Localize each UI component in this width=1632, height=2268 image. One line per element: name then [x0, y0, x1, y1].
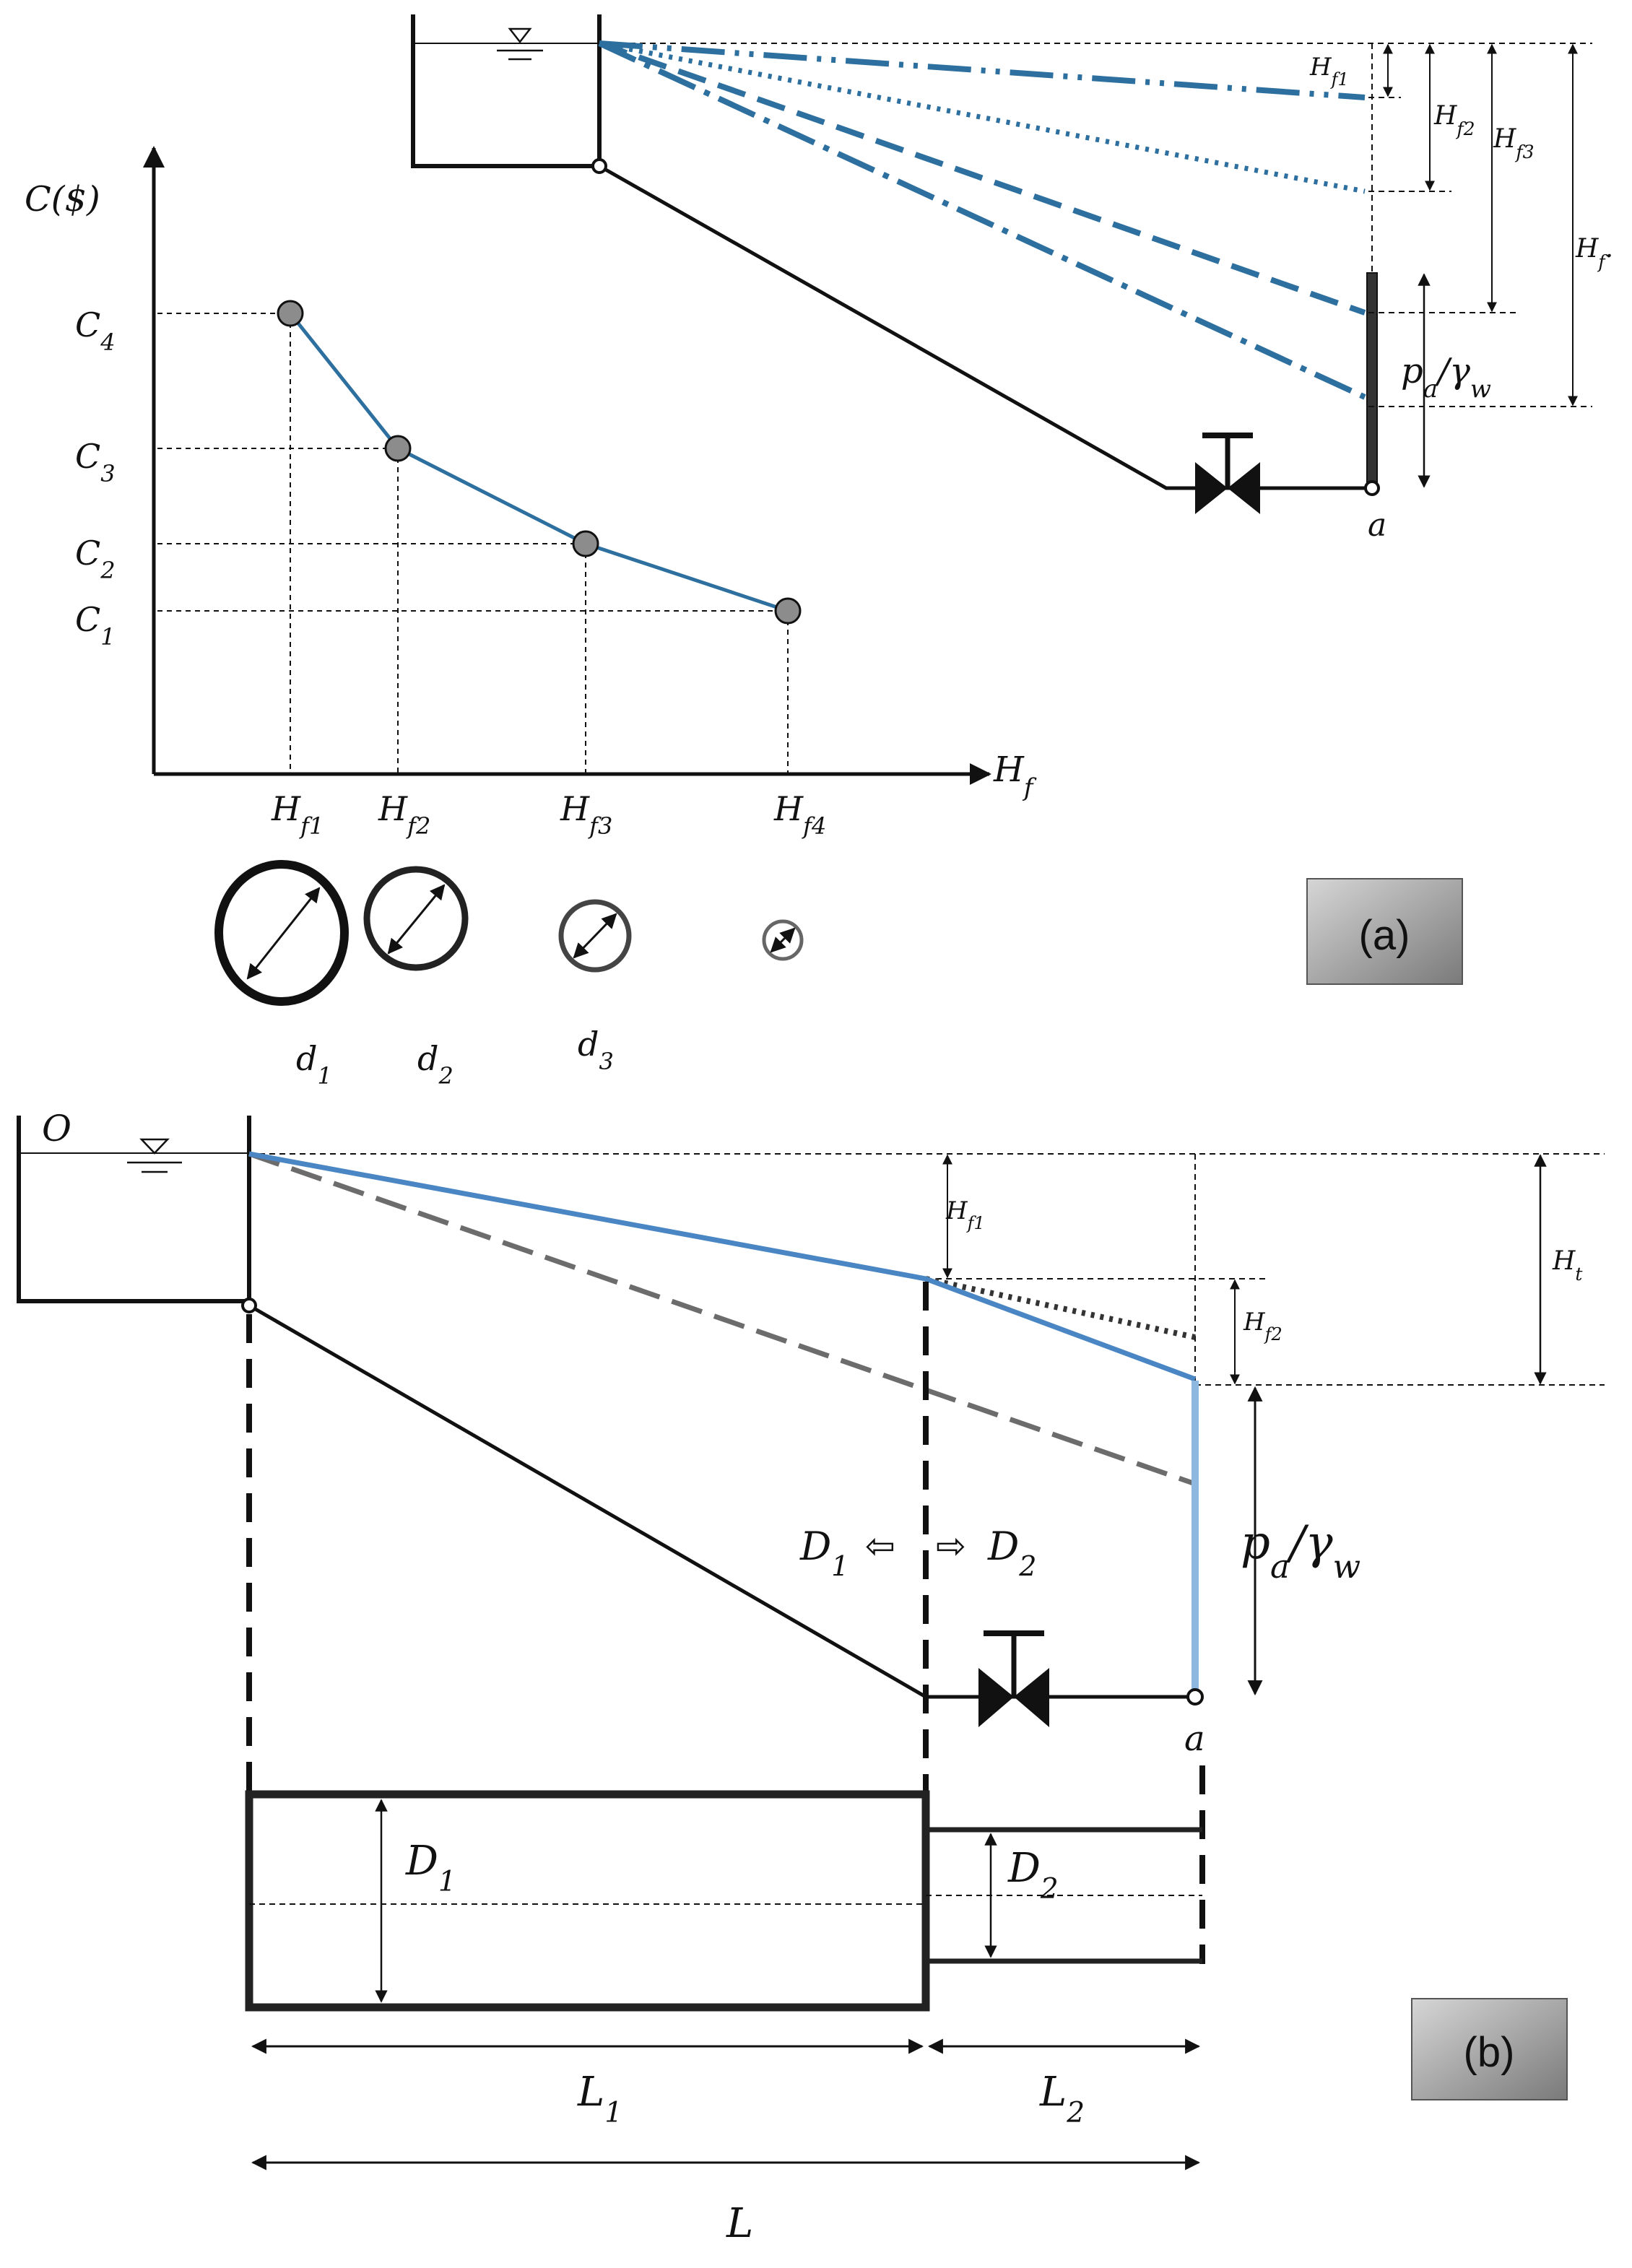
origin-label: O [42, 1108, 71, 1150]
d1-section-label: D1 [405, 1838, 456, 1898]
svg-text:(b): (b) [1464, 2029, 1515, 2076]
head-label-hf1-b: Hf1 [945, 1196, 985, 1233]
hf-tick-3: Hf3 [560, 789, 612, 840]
pressure-head-label-a: pa/γw [1401, 351, 1491, 404]
pipe-diameters: d1 d2 d3 [214, 860, 804, 1090]
reservoir-a [411, 14, 602, 168]
pipe-section-d3 [558, 899, 632, 973]
head-label-hf3-a: Hf3 [1493, 124, 1535, 162]
point-a-label: a [1368, 507, 1386, 544]
hf-tick-1: Hf1 [271, 789, 324, 840]
hf-tick-4: Hf4 [773, 789, 826, 840]
hgl-d4 [598, 40, 1366, 400]
cost-point-4 [774, 597, 802, 625]
pressure-head-label-b: pa/γw [1241, 1516, 1360, 1586]
hgl-d2-only [248, 1151, 1197, 1487]
head-label-ht-b: Ht [1552, 1246, 1583, 1285]
head-label-hf4-a: Hf. [1575, 234, 1613, 272]
point-a-label-b: a [1184, 1719, 1205, 1759]
l2-label: L2 [1039, 2069, 1085, 2129]
panel-a-profile: a Hf1 Hf2 Hf3 Hf. pa/γw [411, 14, 1613, 544]
head-label-hf2-a: Hf2 [1433, 101, 1475, 139]
piezometer-tube-a [1366, 272, 1378, 489]
pipe-section-d2 [363, 866, 469, 971]
hgl-d2 [599, 40, 1366, 194]
cost-point-2 [384, 435, 412, 462]
left-arrow-icon: ⇦ [865, 1526, 895, 1566]
right-arrow-icon: ⇨ [936, 1526, 966, 1566]
d2-section-label: D2 [1007, 1845, 1059, 1906]
head-label-hf2-b: Hf2 [1243, 1308, 1282, 1344]
valve-icon [1195, 433, 1260, 514]
hgl-combined [248, 1151, 1197, 1382]
pipe-section-d4 [762, 919, 804, 961]
cost-chart: C($) Hf C4 C3 C2 C1 Hf1 Hf2 Hf3 Hf4 [25, 146, 1037, 840]
hgl-d1 [599, 40, 1366, 100]
pipe-profile-b [248, 1303, 1195, 1699]
c-tick-1: C1 [75, 600, 116, 651]
diameter-label-d1: d1 [296, 1039, 332, 1090]
panel-b-profile: O a [17, 1108, 1605, 2247]
pipe-inlet-node-b [241, 1298, 257, 1313]
panel-b-badge: (b) [1411, 1998, 1568, 2100]
y-axis-label: C($) [25, 179, 100, 220]
l-label: L [726, 2200, 753, 2247]
d2-transition-label: D2 [987, 1524, 1036, 1582]
reservoir-b [17, 1116, 251, 1303]
pipe-section-d1 [214, 860, 349, 1006]
cost-point-1 [277, 300, 304, 327]
pipe-profile-a [598, 164, 1372, 490]
panel-a-badge: (a) [1306, 878, 1463, 985]
pipe-segment-d1 [245, 1790, 930, 2012]
x-axis-label: Hf [993, 750, 1037, 802]
water-level-icon [508, 27, 532, 44]
hgl-d3 [598, 40, 1366, 316]
hf-tick-2: Hf2 [378, 789, 430, 840]
outlet-node-b [1186, 1688, 1204, 1706]
head-label-hf1-a: Hf1 [1309, 53, 1349, 90]
cost-point-3 [572, 530, 599, 557]
c-tick-4: C4 [75, 305, 116, 356]
d1-transition-label: D1 [799, 1524, 848, 1582]
pipe-inlet-node-a [591, 158, 607, 174]
l1-label: L1 [577, 2069, 622, 2129]
c-tick-2: C2 [75, 534, 116, 584]
c-tick-3: C3 [75, 437, 116, 487]
outlet-node-a [1364, 480, 1380, 496]
cost-curve [289, 312, 789, 613]
valve-icon-b [978, 1630, 1049, 1727]
pipe-segment-d2 [926, 1827, 1202, 1964]
water-level-icon-b [139, 1138, 170, 1155]
diameter-label-d2: d2 [417, 1039, 453, 1090]
diameter-label-d3: d3 [578, 1025, 614, 1075]
svg-text:(a): (a) [1359, 912, 1410, 959]
